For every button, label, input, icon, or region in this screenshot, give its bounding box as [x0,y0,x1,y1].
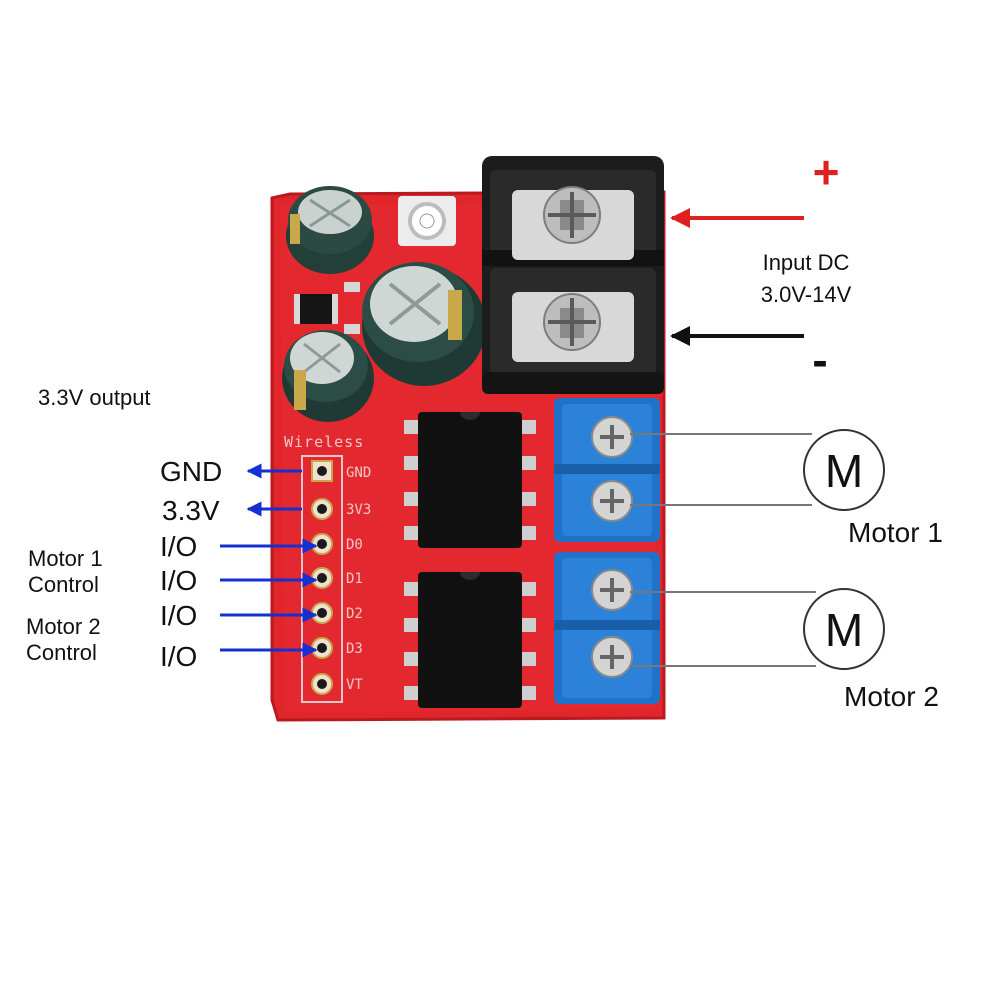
motor2-control-label-line2: Control [26,640,97,665]
silk-pin-d0: D0 [346,537,363,553]
gnd-label: GND [160,456,222,487]
motor1-symbol-letter: M [825,445,863,497]
minus-label: - [812,334,827,386]
motor2-symbol-letter: M [825,604,863,656]
motor1-wiring [630,433,812,506]
input-dc-range-label: 3.0V-14V [761,282,852,307]
motor1-terminal-block [554,398,660,542]
motor1-label: Motor 1 [848,517,943,548]
terminal-screw-positive [512,186,634,260]
input-dc-label: Input DC [763,250,850,275]
silk-pin-d1: D1 [346,571,363,587]
motor2-symbol [803,588,885,670]
mounting-hole [398,196,456,246]
silk-pin-d3: D3 [346,641,363,657]
motor1-symbol [803,429,885,511]
driver-ic-1 [404,412,536,548]
motor2-label: Motor 2 [844,681,939,712]
io-label-d3: I/O [160,641,197,672]
output-33v-label: 3.3V output [38,385,151,410]
silk-pin-gnd: GND [346,465,371,481]
motor1-control-label-line1: Motor 1 [28,546,103,571]
capacitor-large [362,262,486,386]
silk-pin-3v3: 3V3 [346,502,371,518]
plus-label: + [813,146,840,198]
silk-pin-vt: VT [346,677,363,693]
smd-components [294,282,360,334]
io-label-d1: I/O [160,565,197,596]
capacitor-bottom-left [282,330,374,422]
silk-wireless: Wireless [284,433,364,451]
v33-label: 3.3V [162,495,220,526]
motor2-wiring [630,591,816,667]
motor2-terminal-block [554,552,660,704]
terminal-screw-negative [512,292,634,362]
motor1-control-label-line2: Control [28,572,99,597]
io-label-d2: I/O [160,600,197,631]
motor2-control-label-line1: Motor 2 [26,614,101,639]
driver-ic-2 [404,572,536,708]
io-label-d0: I/O [160,531,197,562]
silk-pin-d2: D2 [346,606,363,622]
capacitor-top-left [286,186,374,274]
